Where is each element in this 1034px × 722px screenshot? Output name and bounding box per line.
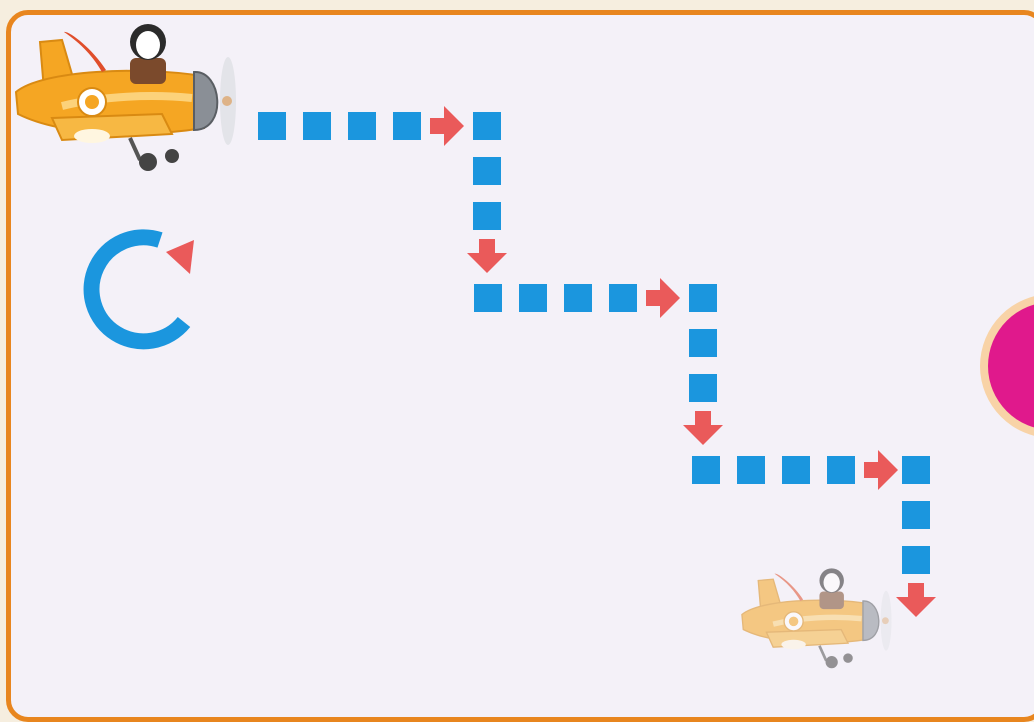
arrow-down-icon <box>683 411 723 445</box>
path-block <box>902 456 930 484</box>
arrow-right-icon <box>646 278 680 318</box>
path-block <box>473 202 501 230</box>
path-block <box>474 284 502 312</box>
path-block <box>303 112 331 140</box>
path-block <box>737 456 765 484</box>
path-block <box>258 112 286 140</box>
path-block <box>689 329 717 357</box>
path-block <box>902 501 930 529</box>
airplane-pilot-icon[interactable] <box>16 24 236 171</box>
path-block <box>519 284 547 312</box>
path-layer <box>258 106 936 617</box>
path-block <box>473 157 501 185</box>
path-block <box>689 374 717 402</box>
path-block <box>609 284 637 312</box>
arrow-right-icon <box>864 450 898 490</box>
airplane-pilot-ghost-icon <box>742 568 892 668</box>
arrow-right-icon <box>430 106 464 146</box>
path-block <box>393 112 421 140</box>
path-block <box>564 284 592 312</box>
path-block <box>348 112 376 140</box>
loop-arrow-icon[interactable] <box>92 237 194 341</box>
game-scene <box>0 0 1034 706</box>
path-block <box>473 112 501 140</box>
path-block <box>782 456 810 484</box>
path-block <box>692 456 720 484</box>
path-block <box>827 456 855 484</box>
pink-round-button-icon[interactable] <box>980 294 1034 438</box>
path-block <box>689 284 717 312</box>
arrow-down-icon <box>896 583 936 617</box>
arrow-down-icon <box>467 239 507 273</box>
path-block <box>902 546 930 574</box>
